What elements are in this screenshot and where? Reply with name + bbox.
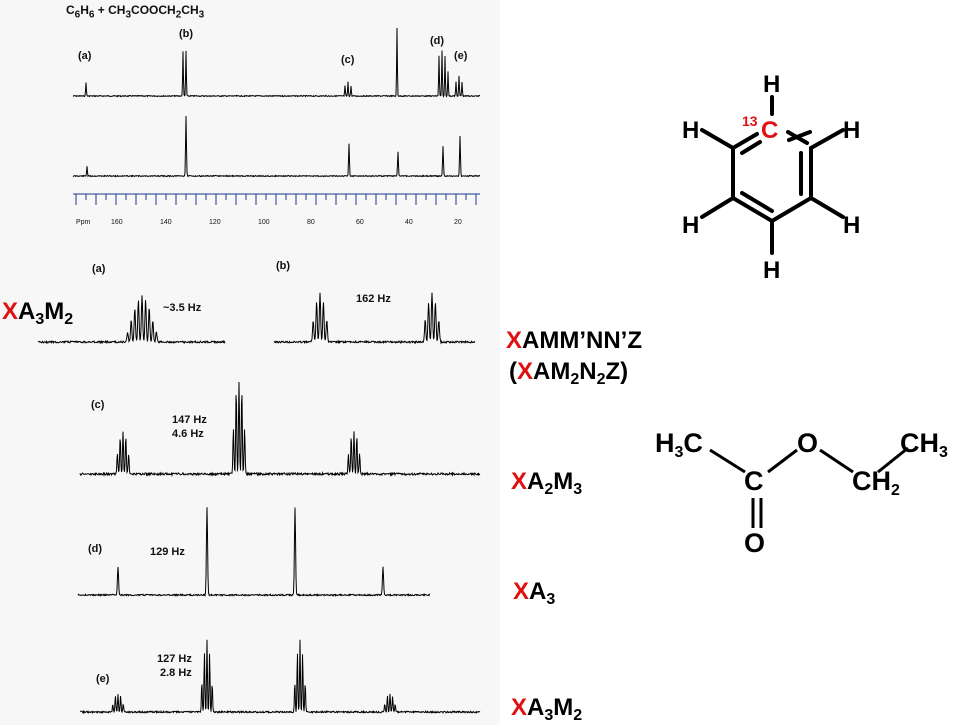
overview-coupled-trace — [72, 27, 481, 99]
overview-decoupled-trace — [72, 115, 481, 178]
benzene-h-lower-left: H — [682, 212, 699, 239]
bond-c6-h — [700, 128, 735, 150]
bond-c3-c4 — [770, 196, 813, 223]
axis-tick-label: 160 — [111, 219, 123, 226]
axis-tick-label: 100 — [258, 219, 270, 226]
benzene-13c-carbon: C — [761, 117, 778, 144]
coupling-c-2: 4.6 Hz — [172, 428, 204, 440]
ethyl-acetate-carbonyl-c: C — [744, 466, 764, 496]
bond-c5-h — [700, 196, 735, 219]
bond-c1-c2 — [787, 130, 812, 142]
benzene-13-isotope: 13 — [742, 113, 758, 129]
axis-tick-label: 60 — [356, 219, 364, 226]
axis-tick-label: 20 — [454, 219, 462, 226]
axis-tick-label: 40 — [405, 219, 413, 226]
bond-c1-c2-inner — [786, 130, 809, 145]
ethyl-acetate-ch3: CH3 — [900, 428, 948, 461]
coupling-d: 129 Hz — [150, 546, 185, 558]
bond-ch2-ch3 — [877, 446, 909, 474]
ethyl-acetate-carbonyl-o: O — [744, 528, 766, 558]
overview-label-e: (e) — [454, 50, 468, 62]
overview-label-a: (a) — [78, 50, 92, 62]
expansion-c-label: (c) — [91, 399, 105, 411]
expansion-a-label: (a) — [92, 263, 106, 275]
coupling-c-1: 147 Hz — [172, 414, 207, 426]
expansion-b-label: (b) — [276, 260, 291, 272]
bond-o-ch2 — [819, 448, 854, 474]
overview-label-b: (b) — [179, 28, 194, 40]
expansion-b-trace — [273, 292, 476, 345]
benzene-h-upper-left: H — [682, 117, 699, 144]
benzene-h-upper-right: H — [843, 117, 860, 144]
spectra-panel — [0, 0, 500, 725]
axis-unit-label: Ppm — [76, 219, 91, 226]
overview-label-d: (d) — [430, 35, 445, 47]
bond-c3-h — [809, 196, 845, 219]
spin-system-b-line2: (XAM2N2Z) — [509, 358, 629, 388]
bond-c2-h — [809, 128, 845, 150]
spectra-plot — [37, 27, 481, 715]
benzene-13c-structure: H H H H H H C 13 — [682, 71, 860, 284]
spin-system-b-line1: XAMM’NN’Z — [506, 327, 642, 354]
spin-system-c: XA2M3 — [511, 468, 583, 498]
bond-c4-c5 — [731, 196, 774, 223]
ethyl-acetate-h3c: H3C — [655, 428, 703, 461]
benzene-h-bottom: H — [763, 257, 780, 284]
spin-system-e: XA3M2 — [511, 694, 583, 724]
expansion-e-label: (e) — [96, 673, 110, 685]
ethyl-acetate-ch2: CH2 — [852, 466, 900, 499]
coupling-e-2: 2.8 Hz — [160, 667, 192, 679]
expansion-d-label: (d) — [88, 543, 103, 555]
ethyl-acetate-bonds — [709, 446, 909, 528]
axis-tick-label: 140 — [160, 219, 172, 226]
coupling-a: ~3.5 Hz — [163, 302, 202, 314]
ethyl-acetate-ether-o: O — [797, 428, 819, 458]
bond-c-o — [767, 448, 798, 474]
bond-c6-c1 — [731, 132, 759, 150]
spin-system-a: XA3M2 — [2, 298, 74, 328]
expansion-e-trace — [80, 639, 481, 715]
spin-system-d: XA3 — [513, 578, 556, 608]
expansion-a-trace — [37, 295, 226, 345]
benzene-h-lower-right: H — [843, 212, 860, 239]
coupling-b: 162 Hz — [356, 293, 391, 305]
bond-ch3-c — [709, 448, 746, 474]
overview-label-c: (c) — [341, 54, 355, 66]
benzene-h-top: H — [763, 71, 780, 98]
coupling-e-1: 127 Hz — [157, 653, 192, 665]
expansion-c-trace — [79, 381, 481, 477]
expansion-d-trace — [77, 507, 431, 597]
axis-tick-label: 80 — [307, 219, 315, 226]
axis-tick-label: 120 — [209, 219, 221, 226]
mixture-title: C6H6 + CH3COOCH2CH3 — [66, 3, 205, 21]
bond-c4-c5-inner — [740, 191, 774, 213]
bond-c6-c1-inner — [740, 140, 762, 155]
